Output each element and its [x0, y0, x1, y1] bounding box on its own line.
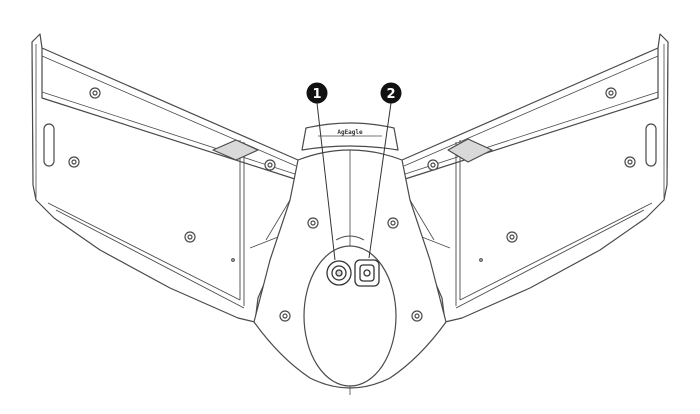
right-wing — [395, 33, 669, 323]
nose-stamp-text: AgEagle — [337, 129, 363, 136]
callout-2: 2 — [368, 82, 402, 259]
port-2 — [354, 259, 380, 287]
port-1 — [326, 260, 352, 286]
callout-1: 1 — [306, 82, 336, 261]
callout-1-label: 1 — [312, 87, 321, 102]
left-wing — [31, 33, 305, 323]
callout-2-label: 2 — [386, 87, 395, 102]
